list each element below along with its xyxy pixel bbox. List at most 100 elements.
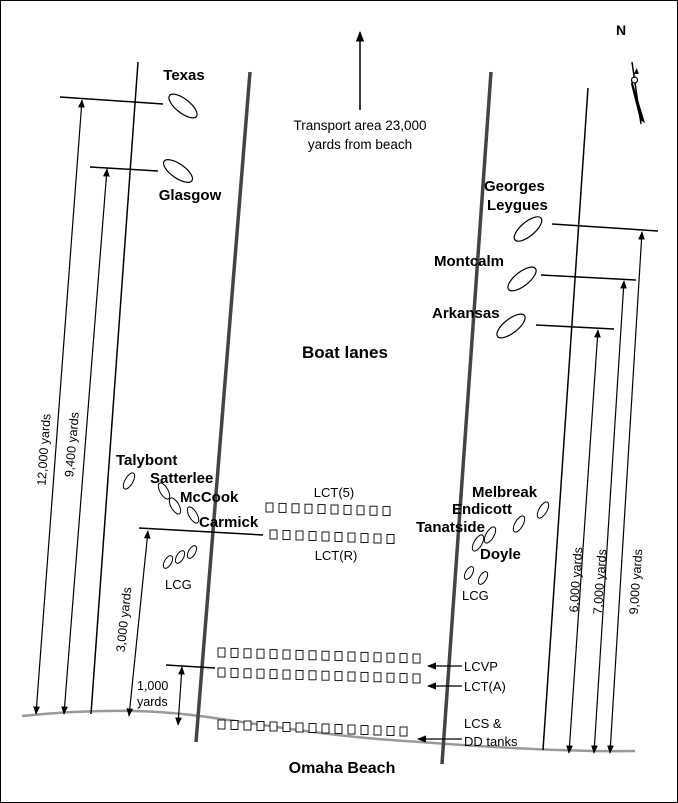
lcg-east-label: LCG: [462, 588, 489, 603]
landing-craft-icon: [330, 504, 339, 515]
east-9000-tick: [551, 223, 659, 232]
landing-craft-icon: [230, 667, 239, 678]
shoreline: [21, 709, 636, 753]
landing-craft-icon: [282, 669, 291, 680]
ship-doyle-label: Doyle: [480, 546, 521, 563]
lct5-label: LCT(5): [314, 485, 354, 500]
landing-craft-icon: [360, 725, 369, 735]
east-7000-tick: [540, 274, 637, 281]
landing-craft-icon: [321, 723, 330, 734]
landing-craft-icon: [334, 724, 343, 734]
landing-craft-icon: [243, 720, 252, 731]
landing-craft-icon: [295, 722, 304, 733]
landing-craft-icon: [399, 653, 408, 664]
west-1000-tick: [165, 664, 216, 669]
landing-craft-icon: [412, 673, 421, 684]
landing-craft-icon: [308, 531, 317, 541]
landing-craft-icon: [256, 648, 265, 659]
boat-lane-east-boundary: [440, 71, 493, 765]
distance-7000-label: 7,000 yards: [591, 549, 610, 615]
ship-mccook-label: McCook: [180, 489, 239, 506]
ship-carmick-label: Carmick: [199, 514, 259, 531]
lctr-craft-row: [269, 529, 395, 544]
landing-craft-icon: [265, 502, 274, 513]
distance-12000-label: 12,000 yards: [35, 413, 54, 486]
lct5-craft-row: [265, 502, 391, 517]
ship-mccook-icon: [168, 497, 182, 515]
landing-craft-icon: [347, 671, 356, 682]
landing-craft-icon: [295, 649, 304, 660]
dimension-arrow-7000: [591, 280, 627, 754]
landing-craft-icon: [282, 530, 291, 540]
landing-craft-icon: [269, 721, 278, 732]
landing-craft-icon: [360, 671, 369, 682]
ship-carmick-icon: [186, 506, 200, 524]
lcg-west-label: LCG: [165, 577, 192, 592]
landing-craft-icon: [347, 532, 356, 543]
landing-craft-icon: [334, 651, 343, 662]
landing-craft-icon: [399, 673, 408, 684]
landing-craft-icon: [217, 667, 226, 678]
landing-craft-icon: [360, 533, 369, 543]
ship-tanatside-icon: [483, 526, 497, 544]
west-9400-tick: [89, 166, 159, 172]
lcvp-craft-row: [217, 647, 421, 664]
lcta-craft-row: [217, 667, 421, 684]
landing-craft-icon: [343, 504, 352, 515]
landing-craft-icon: [308, 723, 317, 733]
landing-craft-icon: [386, 652, 395, 663]
dimension-arrow-6000: [566, 329, 601, 754]
lcg-west-group: [162, 545, 198, 569]
landing-craft-icon: [369, 505, 378, 516]
landing-craft-icon: [269, 669, 278, 680]
ship-melbreak-icon: [536, 501, 550, 519]
landing-craft-icon: [373, 725, 382, 736]
ship-montcalm-label: Montcalm: [434, 253, 504, 270]
north-label: N: [616, 22, 626, 38]
west-12000-tick: [59, 96, 164, 105]
ship-arkansas-icon: [496, 313, 526, 339]
ship-talybont-icon: [122, 472, 136, 490]
landing-craft-icon: [230, 720, 239, 730]
east-6000-tick: [535, 324, 615, 330]
transport-note-line-2: yards from beach: [308, 137, 412, 152]
lcvp-label: LCVP: [464, 659, 498, 674]
ship-tanatside-label: Tanatside: [416, 519, 485, 536]
landing-craft-icon: [295, 530, 304, 541]
landing-craft-icon: [243, 648, 252, 659]
landing-craft-icon: [334, 671, 343, 682]
ship-georges-leygues-label-2: Leygues: [487, 197, 548, 214]
landing-craft-icon: [321, 650, 330, 661]
landing-craft-icon: [382, 506, 391, 517]
landing-craft-icon: [321, 670, 330, 681]
east-fire-support-line: [542, 87, 589, 751]
dimension-arrow-1000: [175, 666, 185, 726]
ship-melbreak-label: Melbreak: [472, 484, 538, 501]
landing-craft-icon: [308, 650, 317, 661]
north-arrow-icon: N: [616, 22, 645, 125]
lcs-label-1: LCS &: [464, 716, 502, 731]
landing-craft-icon: [347, 651, 356, 662]
landing-craft-icon: [295, 669, 304, 680]
ship-georges-leygues-icon: [513, 216, 543, 242]
landing-craft-icon: [269, 529, 278, 540]
ship-glasgow-label: Glasgow: [159, 187, 222, 204]
distance-6000-label: 6,000 yards: [567, 547, 586, 613]
landing-craft-icon: [373, 672, 382, 683]
landing-craft-icon: [386, 534, 395, 544]
distance-1000-label-1: 1,000: [137, 679, 168, 693]
landing-craft-icon: [282, 722, 291, 732]
distance-3000-label: 3,000 yards: [114, 586, 135, 652]
dimension-arrow-9000: [607, 231, 645, 754]
landing-craft-icon: [356, 505, 365, 516]
landing-craft-icon: [282, 649, 291, 660]
dimension-arrow-12000: [33, 99, 85, 715]
distance-9400-label: 9,400 yards: [62, 412, 82, 478]
landing-craft-icon: [243, 668, 252, 679]
landing-craft-icon: [217, 719, 226, 730]
landing-craft-icon: [373, 652, 382, 663]
landing-craft-icon: [256, 721, 265, 731]
landing-craft-icon: [308, 670, 317, 681]
